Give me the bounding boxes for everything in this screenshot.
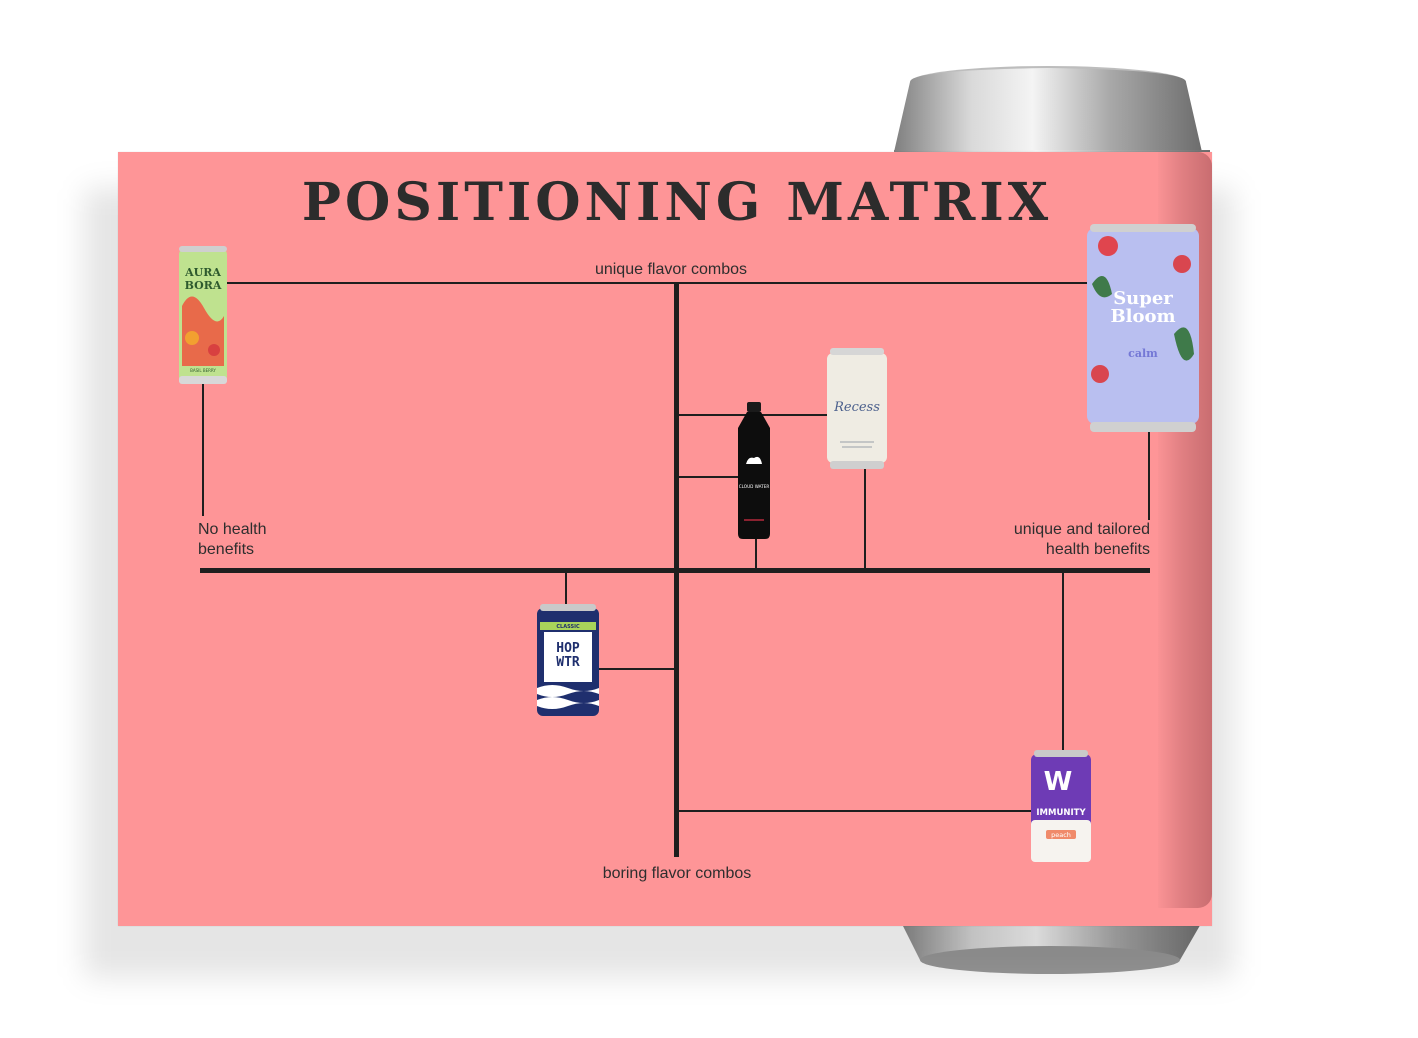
product-recess: Recess xyxy=(826,348,888,470)
connector-cloud-water-drop xyxy=(755,538,757,568)
connector-hop-wtr-rise xyxy=(565,572,567,608)
axis-label-bottom: boring flavor combos xyxy=(602,865,752,882)
connector-aura-bora-drop xyxy=(202,382,204,516)
cloud-water-name: CLOUD WATER xyxy=(739,484,770,489)
connector-immunity-branch xyxy=(678,810,1034,812)
connector-top-line xyxy=(226,282,1088,284)
axis-label-right-line2: health benefits xyxy=(1045,541,1150,558)
super-bloom-line1: Super xyxy=(1113,288,1173,309)
connector-cloud-water-branch xyxy=(678,476,738,478)
axis-label-left: No health benefits xyxy=(198,520,318,560)
axis-label-left-line2: benefits xyxy=(198,541,255,558)
super-bloom-variant: calm xyxy=(1128,347,1158,360)
product-immunity: W IMMUNITY peach xyxy=(1030,750,1092,866)
page-title: POSITIONING MATRIX xyxy=(301,172,1053,233)
hop-wtr-line1: HOP xyxy=(556,641,580,656)
product-hop-wtr: CLASSIC HOP WTR xyxy=(536,604,600,720)
connector-recess-drop xyxy=(864,468,866,568)
aura-bora-line2: BORA xyxy=(185,279,222,292)
super-bloom-line2: Bloom xyxy=(1110,306,1175,327)
connector-hop-wtr-branch xyxy=(598,668,676,670)
immunity-name: IMMUNITY xyxy=(1036,808,1086,818)
hop-wtr-line2: WTR xyxy=(556,655,580,670)
axis-label-left-line1: No health xyxy=(198,521,267,538)
aura-bora-line1: AURA xyxy=(184,266,221,279)
product-aura-bora: AURA BORA BASIL BERRY xyxy=(178,246,228,384)
product-super-bloom: Super Bloom calm xyxy=(1086,224,1200,434)
axis-label-right: unique and tailored health benefits xyxy=(980,520,1150,560)
connector-super-bloom-drop xyxy=(1148,432,1150,520)
connector-immunity-drop xyxy=(1062,572,1064,752)
vertical-axis xyxy=(674,283,679,857)
axis-label-right-line1: unique and tailored xyxy=(1013,521,1150,538)
recess-name: Recess xyxy=(833,400,880,415)
immunity-logo: W xyxy=(1044,767,1073,797)
immunity-flavor: peach xyxy=(1051,831,1071,839)
hop-wtr-badge: CLASSIC xyxy=(556,624,580,630)
axis-label-top: unique flavor combos xyxy=(594,261,748,278)
aura-bora-flavor: BASIL BERRY xyxy=(190,368,216,373)
product-cloud-water: CLOUD WATER xyxy=(736,402,772,540)
matrix-panel xyxy=(118,152,1212,926)
